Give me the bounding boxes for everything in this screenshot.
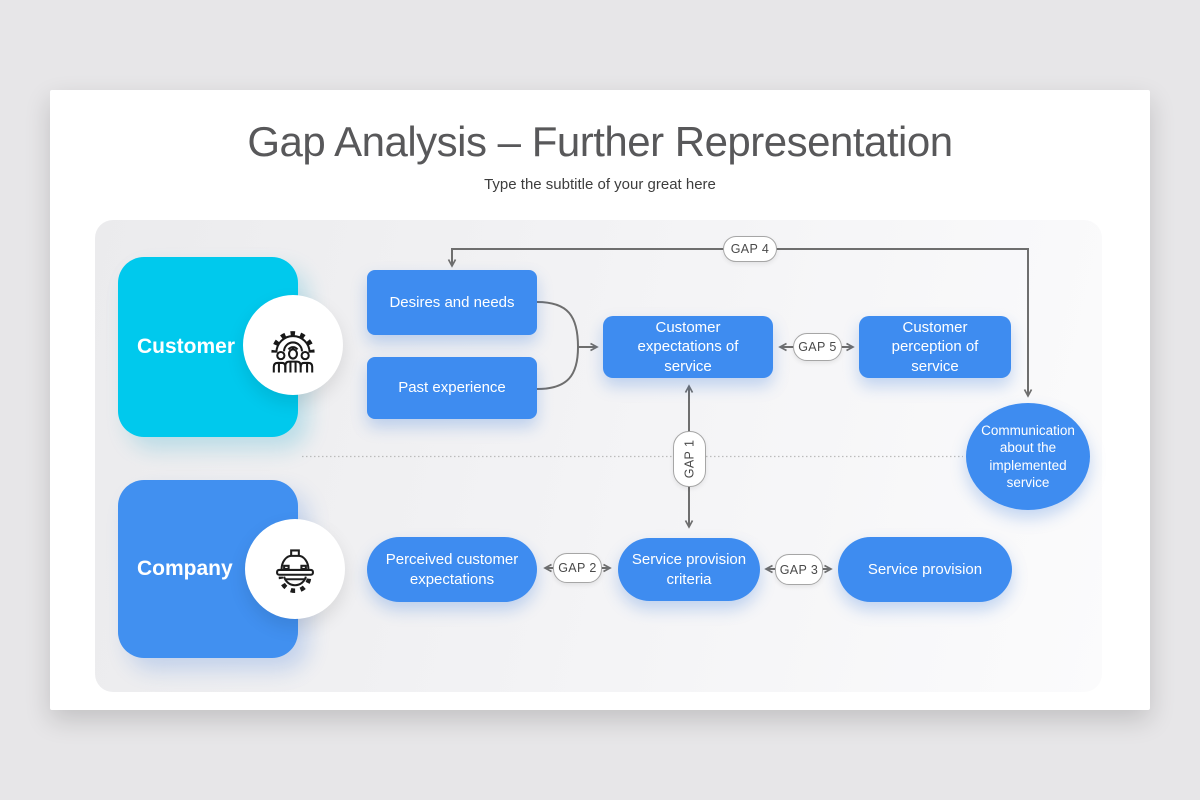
node-label: Customer expectations of service [637, 318, 739, 375]
entity-label-company: Company [137, 557, 233, 580]
node-label: Service provision criteria [631, 551, 747, 588]
node-customer-expectations: Customer expectations of service [603, 316, 773, 378]
page-subtitle: Type the subtitle of your great here [484, 176, 716, 193]
node-label: Communication about the implemented serv… [981, 422, 1075, 490]
gap4-badge: GAP 4 [723, 236, 777, 262]
node-label: Desires and needs [389, 293, 515, 311]
gap-label: GAP 4 [730, 242, 770, 256]
hardhat-gear-icon [276, 549, 314, 593]
gap2-badge: GAP 2 [553, 553, 602, 583]
node-label: Customer perception of service [891, 318, 979, 375]
page-title: Gap Analysis – Further Representation [247, 118, 953, 165]
node-label: Perceived customer expectations [385, 551, 519, 588]
node-communication-circle: Communication about the implemented serv… [966, 403, 1090, 510]
gap-label: GAP 1 [682, 439, 697, 479]
gap3-badge: GAP 3 [775, 554, 823, 585]
node-label: Service provision [867, 560, 983, 578]
node-label: Past experience [398, 379, 506, 397]
gap-label: GAP 3 [779, 562, 819, 577]
node-customer-perception: Customer perception of service [859, 316, 1011, 378]
customer-icon-badge [243, 295, 343, 395]
node-service-provision: Service provision [838, 537, 1012, 602]
gap5-badge: GAP 5 [793, 333, 842, 361]
node-service-provision-criteria: Service provision criteria [618, 538, 760, 601]
node-desires-and-needs: Desires and needs [367, 270, 537, 335]
team-gear-icon [271, 331, 315, 373]
gap-label: GAP 5 [798, 340, 837, 354]
company-icon-badge [245, 519, 345, 619]
node-perceived-expectations: Perceived customer expectations [367, 537, 537, 602]
node-past-experience: Past experience [367, 357, 537, 419]
gap-label: GAP 2 [558, 561, 597, 575]
gap1-badge: GAP 1 [673, 431, 706, 487]
entity-label-customer: Customer [137, 335, 236, 358]
